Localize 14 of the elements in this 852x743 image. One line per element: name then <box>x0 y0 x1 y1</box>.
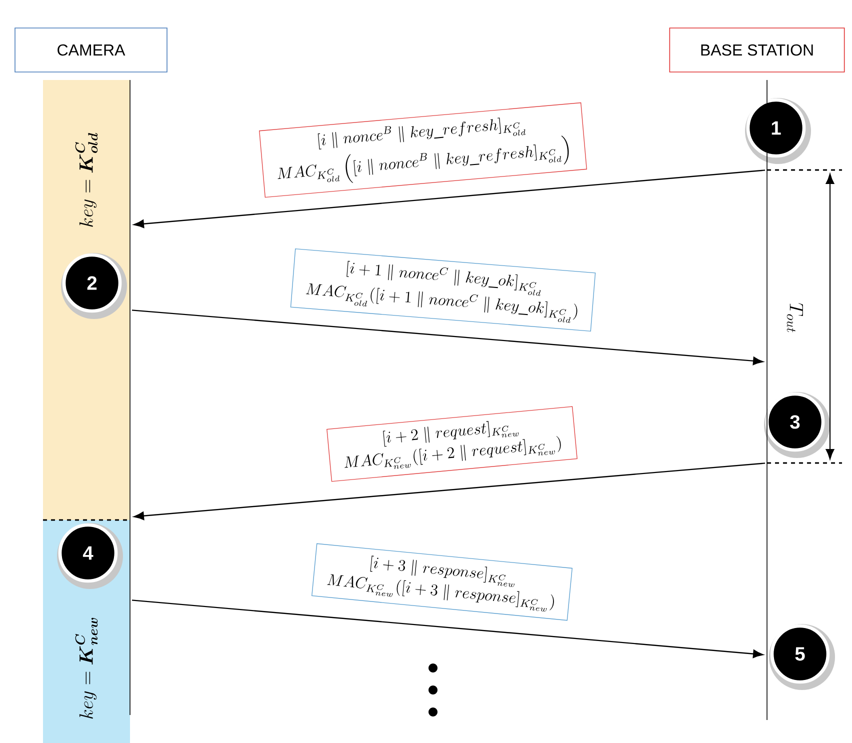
message-box: $[i+2 \parallel request]_{K^{C}_{new}}$ $MAC_{K^{C}_{new}}([i+2 \parallel request]_{K^{C}_{new}})$ <box>326 406 578 482</box>
message-arrow <box>132 600 764 658</box>
lifeline <box>766 80 768 720</box>
step-number: 5 <box>769 624 835 690</box>
step-number: 3 <box>764 392 830 458</box>
message-arrow <box>134 170 766 228</box>
step-number: 1 <box>745 98 811 164</box>
header-box: BASE STATION <box>669 28 845 72</box>
message-arrow <box>132 310 764 366</box>
header-box: CAMERA <box>14 28 168 72</box>
step-number: 4 <box>57 523 123 589</box>
message-arrow <box>134 462 766 520</box>
step-number: 2 <box>61 253 127 319</box>
timeout-label: $T_{out}$ <box>786 303 803 332</box>
